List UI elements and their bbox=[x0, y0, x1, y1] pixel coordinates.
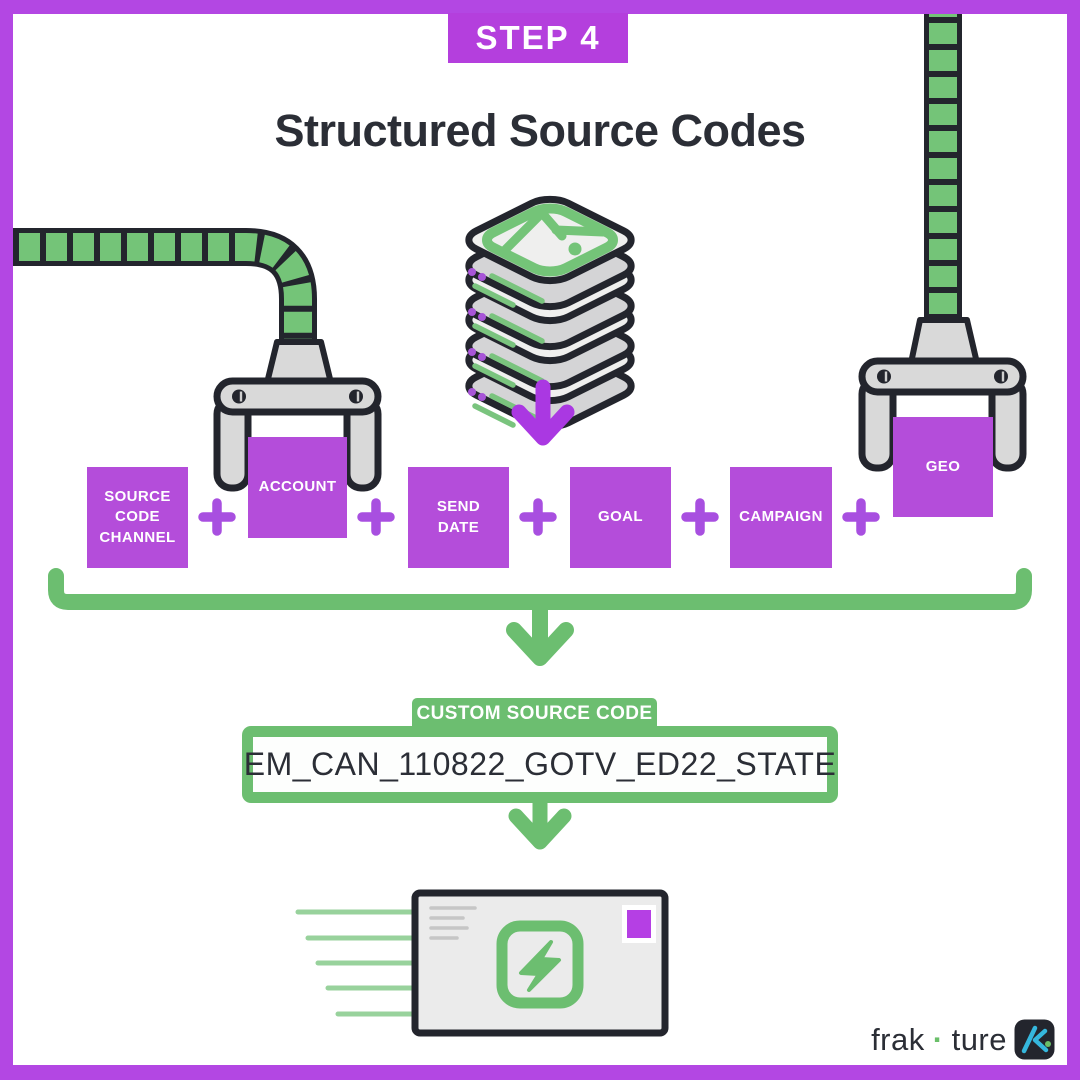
step-badge: STEP 4 bbox=[448, 13, 628, 63]
down-arrow-icon bbox=[511, 379, 575, 446]
envelope-icon bbox=[295, 889, 669, 1037]
component-box-source-code-channel: SOURCE CODE CHANNEL bbox=[87, 467, 188, 568]
claw-right bbox=[858, 317, 1027, 472]
component-label: ACCOUNT bbox=[258, 478, 337, 496]
custom-source-code-tab: CUSTOM SOURCE CODE bbox=[412, 698, 657, 729]
server-leds bbox=[468, 348, 545, 388]
custom-source-code-value: EM_CAN_110822_GOTV_ED22_STATE bbox=[244, 737, 836, 792]
brand-logo: frak·ture bbox=[871, 1019, 1055, 1060]
brand-word-start: frak bbox=[871, 1021, 925, 1057]
bolt-icon bbox=[877, 369, 1008, 384]
component-box-goal: GOAL bbox=[570, 467, 671, 568]
server-leds bbox=[468, 308, 545, 348]
brand-dot: · bbox=[932, 1021, 944, 1057]
page-title: Structured Source Codes bbox=[274, 105, 806, 156]
stamp-icon bbox=[622, 905, 656, 943]
component-label: SEND DATE bbox=[436, 498, 481, 536]
address-lines bbox=[429, 906, 477, 940]
bolt-icon bbox=[232, 389, 363, 404]
component-box-geo: GEO bbox=[893, 417, 993, 517]
component-label: SOURCE CODE CHANNEL bbox=[99, 488, 176, 546]
lightning-icon bbox=[496, 920, 584, 1009]
speed-lines bbox=[295, 909, 416, 1017]
plus-icon bbox=[842, 498, 880, 536]
component-label: GEO bbox=[925, 457, 961, 475]
gather-bracket bbox=[48, 568, 1032, 666]
brand-mark-icon bbox=[1014, 1019, 1055, 1060]
component-box-campaign: CAMPAIGN bbox=[730, 467, 832, 568]
plus-icon bbox=[198, 498, 236, 536]
server-leds bbox=[468, 268, 545, 308]
down-arrow-icon bbox=[508, 793, 572, 850]
plus-icon bbox=[357, 498, 395, 536]
plus-icon bbox=[519, 498, 557, 536]
component-label: CAMPAIGN bbox=[739, 508, 823, 526]
custom-source-code-box: EM_CAN_110822_GOTV_ED22_STATE bbox=[242, 726, 838, 803]
down-arrow-icon bbox=[506, 594, 574, 666]
custom-source-code-tab-label: CUSTOM SOURCE CODE bbox=[416, 702, 653, 724]
component-box-send-date: SEND DATE bbox=[408, 467, 509, 568]
step-badge-label: STEP 4 bbox=[475, 19, 601, 56]
left-tube-arm bbox=[4, 228, 317, 350]
fraktur-logo-icon bbox=[478, 204, 622, 276]
component-label: GOAL bbox=[598, 508, 643, 526]
component-box-account: ACCOUNT bbox=[248, 437, 347, 538]
plus-icon bbox=[681, 498, 719, 536]
brand-word-end: ture bbox=[951, 1021, 1007, 1057]
plus-icons bbox=[198, 498, 880, 536]
claw-left bbox=[213, 339, 382, 492]
